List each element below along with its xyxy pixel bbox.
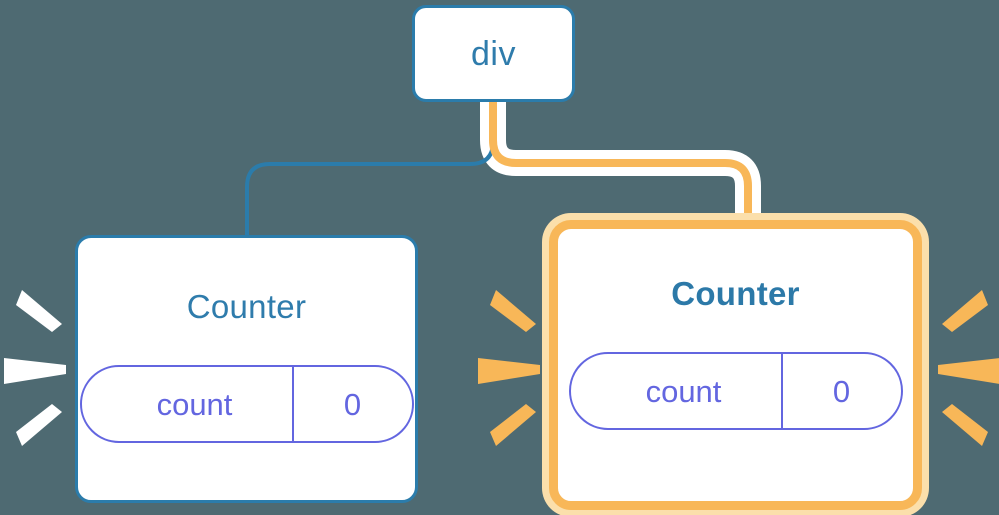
node-counter-left-title: Counter <box>186 288 307 325</box>
state-pill-left-value: 0 <box>343 386 362 422</box>
root-to-left-connector <box>245 100 495 238</box>
burst-rays-middle-icon <box>478 290 540 446</box>
node-div[interactable]: div <box>412 5 575 102</box>
state-pill-right[interactable]: count 0 <box>568 352 903 430</box>
state-pill-right-divider <box>780 354 783 428</box>
burst-rays-right-icon <box>938 290 999 446</box>
state-pill-left[interactable]: count 0 <box>79 365 414 443</box>
root-to-right-connector-halo <box>480 100 761 232</box>
state-pill-left-divider <box>291 367 294 441</box>
burst-rays-left-icon <box>4 290 66 446</box>
state-pill-right-key: count <box>645 373 722 409</box>
root-to-right-connector <box>489 100 752 232</box>
node-counter-right-title: Counter <box>671 275 800 312</box>
node-counter-right[interactable]: Counter count 0 <box>549 220 922 510</box>
state-pill-left-key: count <box>156 386 233 422</box>
node-counter-left[interactable]: Counter count 0 <box>75 235 418 503</box>
node-div-label: div <box>471 34 516 73</box>
state-pill-right-value: 0 <box>832 373 851 409</box>
